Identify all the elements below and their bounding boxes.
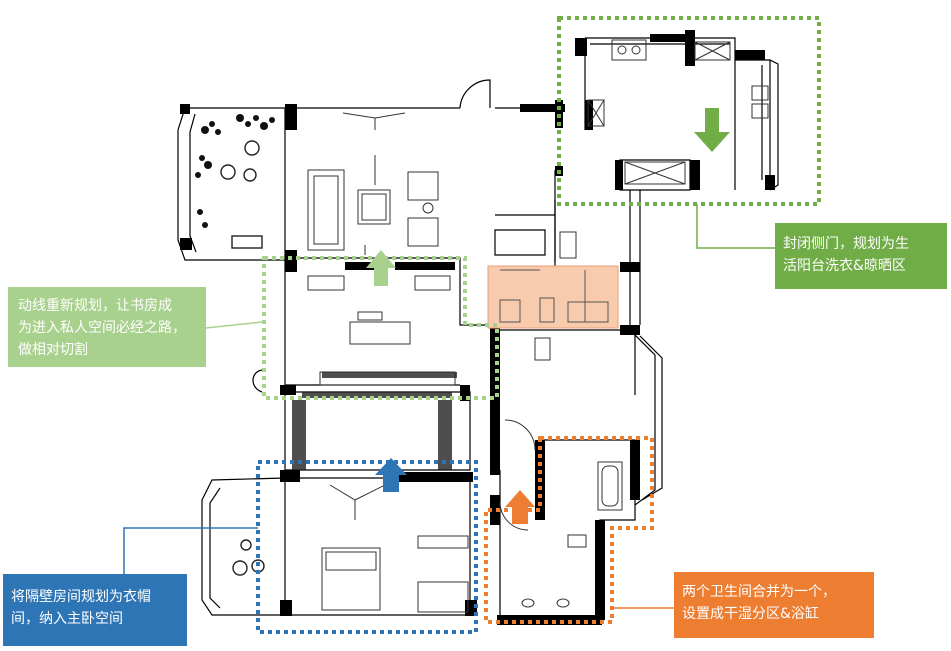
- callout-line: 设置成干湿分区&浴缸: [682, 606, 819, 622]
- leader-lines: [123, 204, 775, 609]
- living-furniture: [307, 112, 439, 255]
- zone-laundry: [557, 16, 821, 206]
- arrow-up-icon: [366, 250, 396, 286]
- kitchen-details: [559, 39, 769, 259]
- bath-details: [499, 337, 623, 608]
- bedroom-furniture: [321, 484, 469, 613]
- closet-bars: [292, 372, 457, 470]
- zone-bath: [484, 436, 654, 624]
- callout-line: 将隔壁房间规划为衣帽: [11, 589, 151, 605]
- bay-chairs: [220, 140, 263, 249]
- zone-study: [262, 256, 499, 400]
- study-furniture: [307, 275, 456, 386]
- callout-study-route: 动线重新规划，让书房成 为进入私人空间必经之路， 做相对切割: [8, 287, 206, 367]
- callout-line: 为进入私人空间必经之路，: [18, 320, 186, 336]
- callout-line: 活阳台洗衣&晾晒区: [783, 258, 906, 274]
- callout-line: 封闭侧门，规划为生: [783, 236, 909, 252]
- arrow-up-icon: [375, 458, 407, 492]
- walls: [177, 37, 779, 625]
- arrow-up-icon: [505, 490, 535, 524]
- arrow-down-icon: [694, 108, 730, 152]
- callout-line: 间，纳入主卧空间: [11, 611, 123, 627]
- callout-line: 两个卫生间合并为一个，: [682, 584, 836, 600]
- callout-walk-in-closet: 将隔壁房间规划为衣帽 间，纳入主卧空间: [3, 574, 187, 646]
- callout-merged-bathroom: 两个卫生间合并为一个， 设置成干湿分区&浴缸: [674, 572, 874, 638]
- callout-laundry-balcony: 封闭侧门，规划为生 活阳台洗衣&晾晒区: [775, 223, 947, 289]
- merged-bath-highlight: [487, 265, 619, 329]
- zone-closet: [256, 460, 478, 634]
- callout-line: 做相对切割: [18, 342, 88, 358]
- bay-plants: [195, 114, 275, 228]
- callout-line: 动线重新规划，让书房成: [18, 298, 172, 314]
